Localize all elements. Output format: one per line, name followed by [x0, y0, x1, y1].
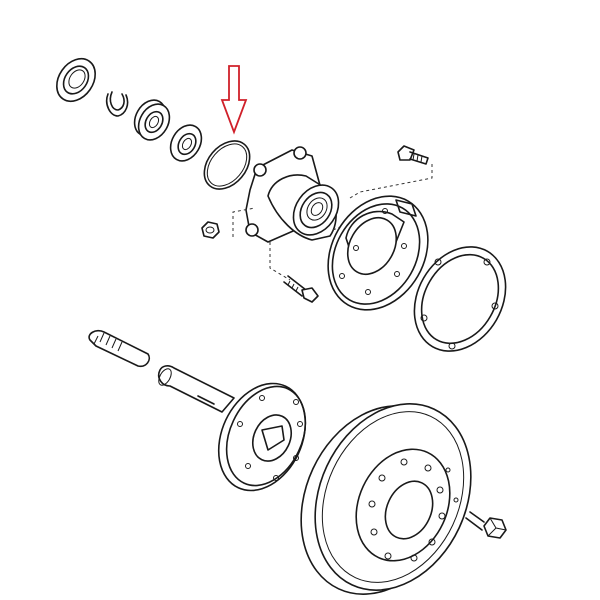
- hub-bearing-housing: [245, 146, 340, 243]
- snap-ring: [105, 91, 129, 117]
- highlight-arrow-icon: [220, 65, 248, 135]
- brake-disc: [300, 403, 472, 595]
- lug-nut: [465, 511, 507, 539]
- oil-seal: [56, 57, 96, 103]
- bearing-inner: [133, 99, 171, 141]
- nut-small: [201, 221, 220, 239]
- gasket: [413, 246, 507, 352]
- bearing-outer: [169, 124, 203, 162]
- bolt-lower: [283, 275, 319, 303]
- bolt-upper: [397, 145, 429, 165]
- o-ring: [203, 140, 251, 190]
- backing-plate: [327, 195, 429, 311]
- axle-shaft: [88, 329, 307, 492]
